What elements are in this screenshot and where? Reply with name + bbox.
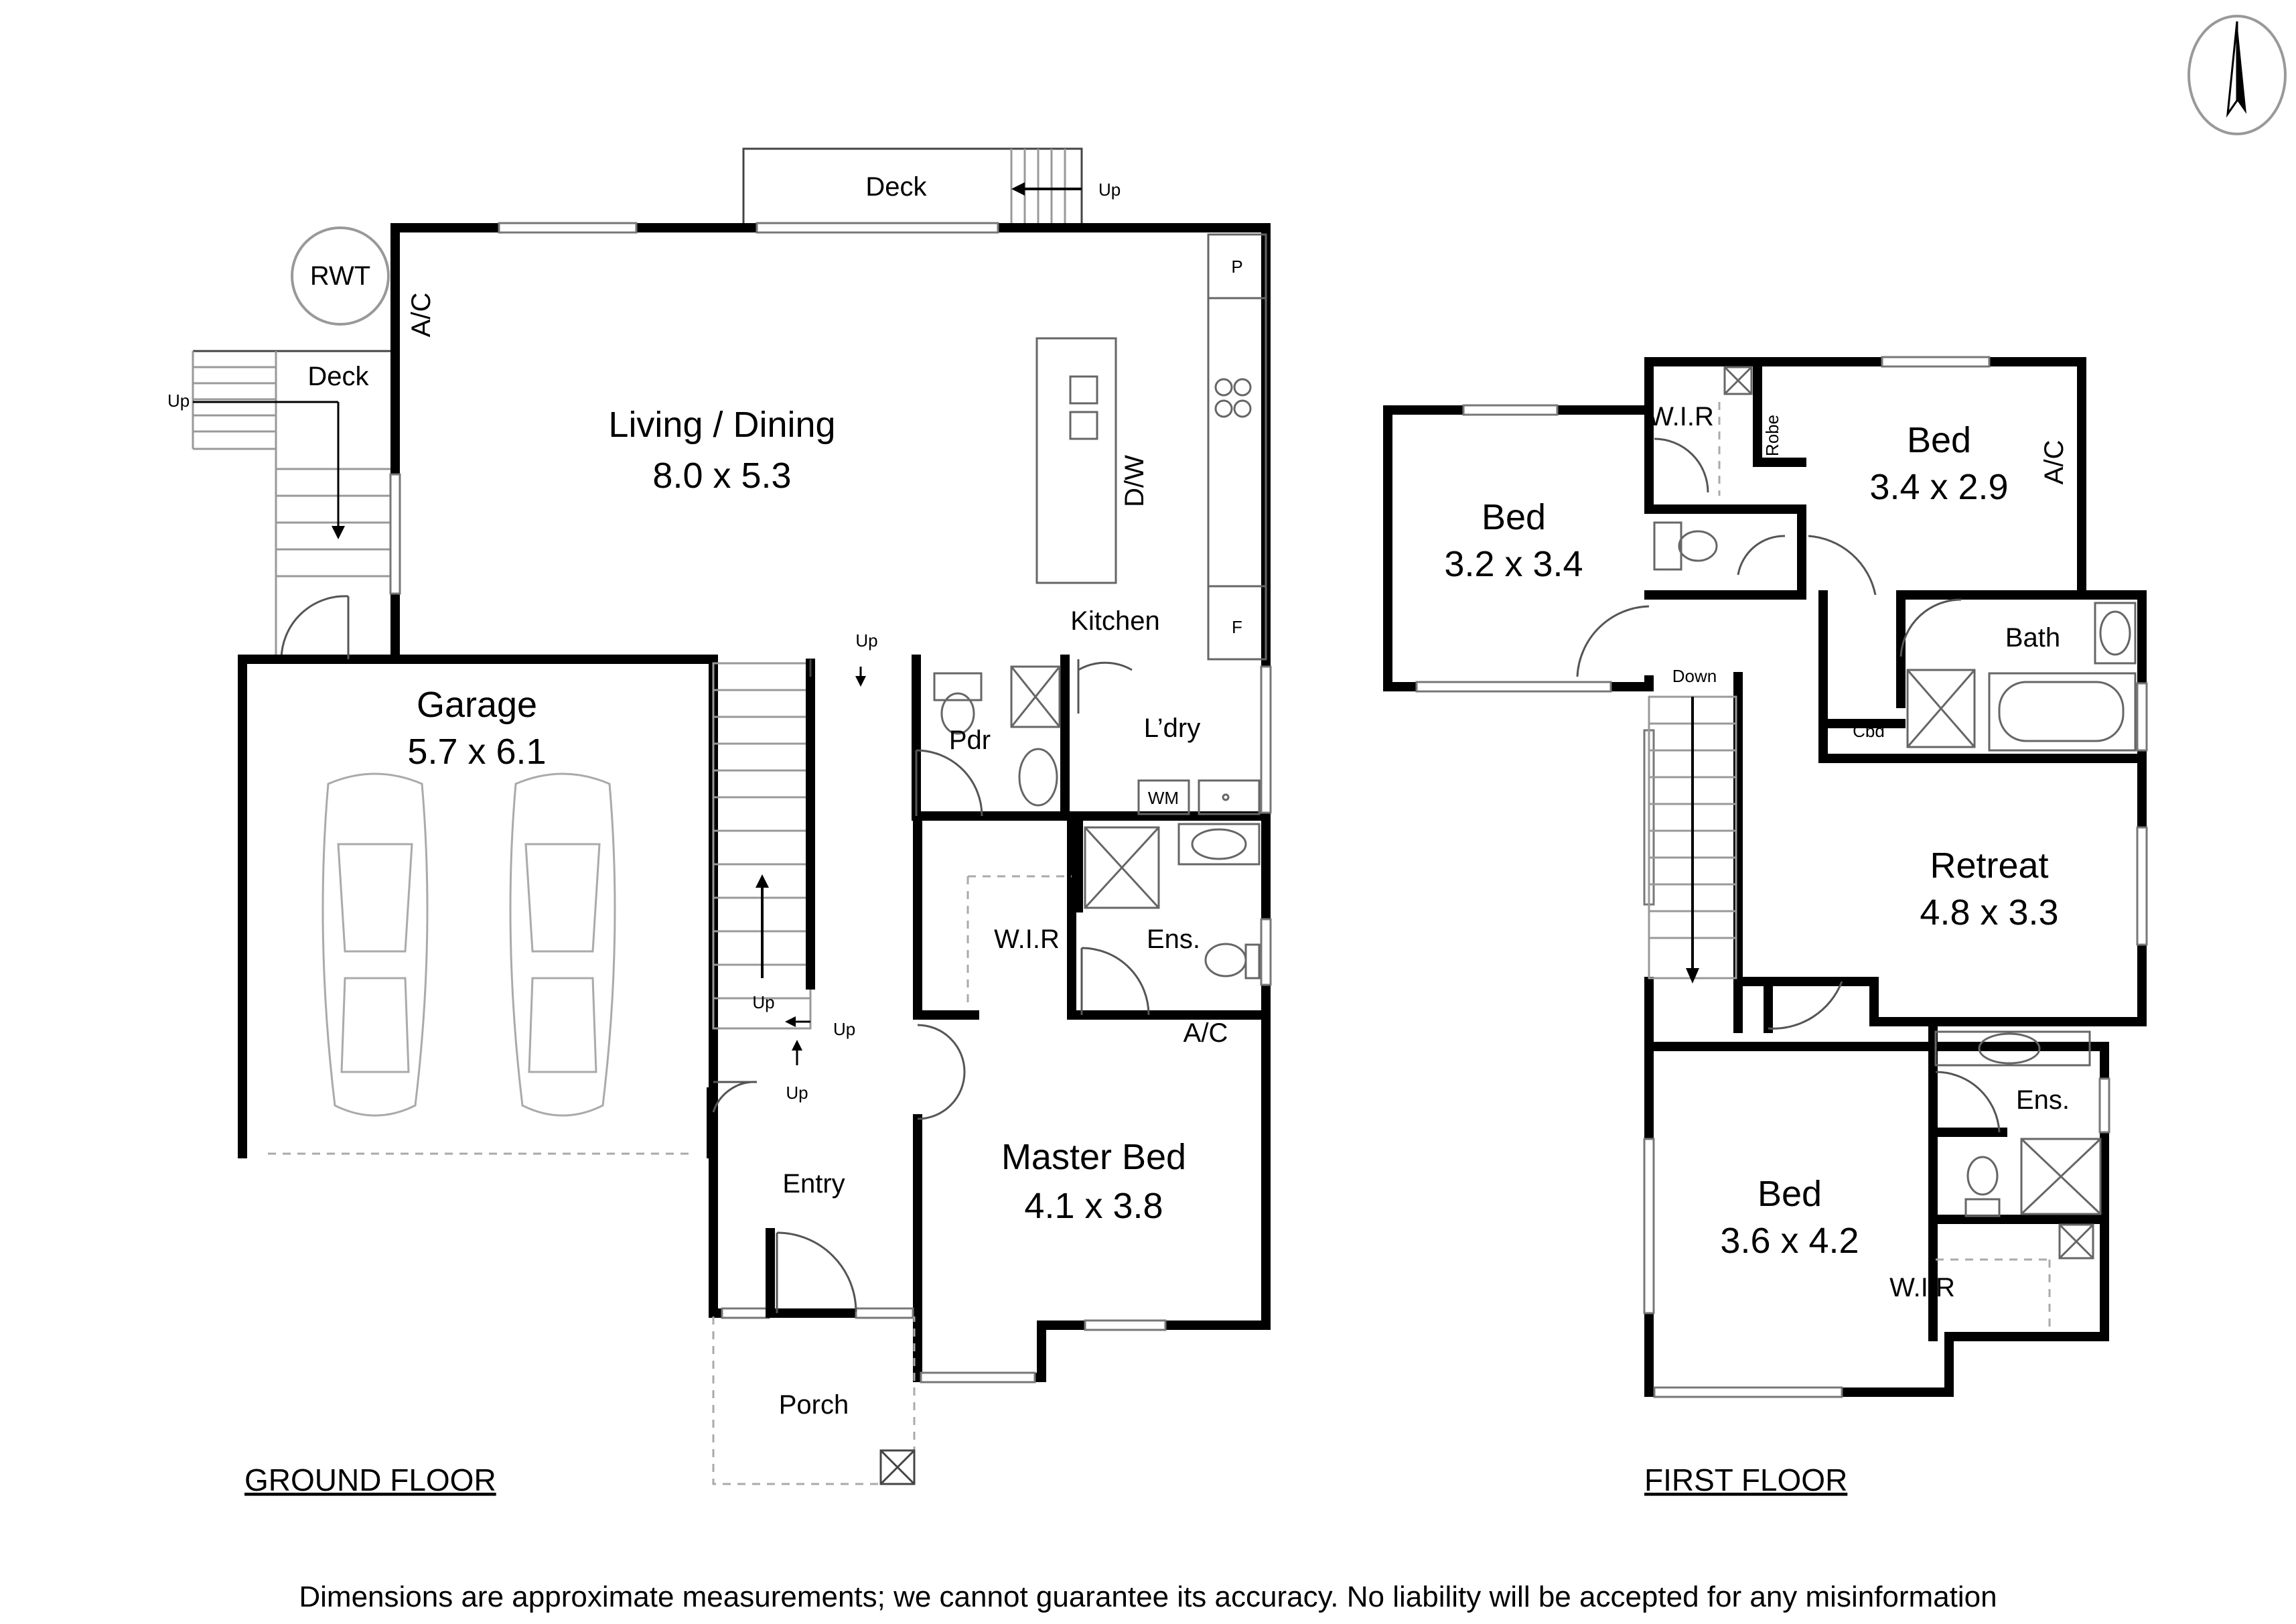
wir-ground-label: W.I.R [994,925,1060,954]
bed2-dims: 3.4 x 2.9 [1869,467,2008,507]
first-floor-plan: W.I.R Robe Bed 3.2 x 3.4 Bed 3.4 x 2.9 A… [1383,356,2148,1497]
ensuite-ground-label: Ens. [1147,925,1200,954]
ground-windows [389,222,1272,1383]
pantry-label: P [1231,257,1242,277]
north-arrow-icon [2187,15,2287,135]
retreat-name: Retreat [1930,845,2048,886]
ground-floor-heading: GROUND FLOOR [244,1463,496,1497]
garage-cars [321,772,616,1117]
stair-down-arrow-icon [1686,697,1699,984]
garage-dims: 5.7 x 6.1 [407,732,546,772]
bed1-name: Bed [1482,497,1546,537]
kitchen-label: Kitchen [1070,606,1159,636]
deck-left-down-arrow-icon [193,401,345,539]
ground-floor-plan: Deck Up RWT Deck Up A/C Living / Dining … [167,147,1272,1497]
hall-up-label: Up [855,630,877,651]
bed3-dims: 3.6 x 4.2 [1720,1221,1859,1261]
living-dining-name: Living / Dining [608,405,835,445]
ensuite-fixtures [966,819,1261,1016]
deck-left-label: Deck [307,362,369,391]
living-dining-dims: 8.0 x 5.3 [652,456,791,496]
cbd-label: Cbd [1853,721,1885,741]
entry-label: Entry [782,1169,845,1199]
first-fixtures [1576,366,2137,1330]
rwt-label: RWT [310,261,370,291]
wir-bottom-label: W.I.R [1889,1273,1955,1302]
deck-up-arrow-icon [1011,182,1082,196]
deck-up-label: Up [1098,180,1121,200]
stair-up-label: Up [752,992,774,1012]
robe-label: Robe [1762,415,1782,456]
down-label: Down [1672,666,1717,686]
ensuite-first-label: Ens. [2016,1085,2070,1115]
garage-name: Garage [417,685,537,725]
deck-top-label: Deck [865,172,927,202]
entry-door [712,1081,857,1318]
deck-left-up-label: Up [167,391,190,411]
deck-left-steps [192,351,395,663]
bed3-name: Bed [1757,1174,1822,1214]
pdr-label: Pdr [949,726,991,755]
bath-label: Bath [2005,623,2060,653]
porch [712,1316,916,1485]
first-floor-heading: FIRST FLOOR [1644,1463,1847,1497]
ac-first-label: A/C [2039,440,2069,485]
kitchen-fixtures [1035,233,1267,661]
master-bed-dims: 4.1 x 3.8 [1024,1186,1163,1226]
porch-label: Porch [779,1390,849,1420]
laundry-label: L’dry [1144,714,1201,743]
laundry-fixtures [1077,659,1261,815]
stair-up-entry-label: Up [786,1083,808,1103]
ac-living-label: A/C [407,293,436,338]
wir-top-label: W.I.R [1648,402,1714,431]
retreat-dims: 4.8 x 3.3 [1920,892,2058,933]
stair-up-arrow-icon [756,667,866,1065]
ac-master-label: A/C [1183,1018,1228,1048]
fridge-label: F [1232,617,1242,637]
master-bed-name: Master Bed [1001,1137,1186,1177]
disclaimer-text: Dimensions are approximate measurements;… [299,1580,1997,1613]
dw-label: D/W [1120,455,1149,507]
wm-label: WM [1148,788,1179,808]
powder-room [912,655,1061,821]
bed2-name: Bed [1907,420,1971,460]
bed1-dims: 3.2 x 3.4 [1444,544,1583,584]
rainwater-tank [291,226,390,326]
stair-up-side-label: Up [833,1019,855,1039]
first-windows [1415,356,2148,1398]
